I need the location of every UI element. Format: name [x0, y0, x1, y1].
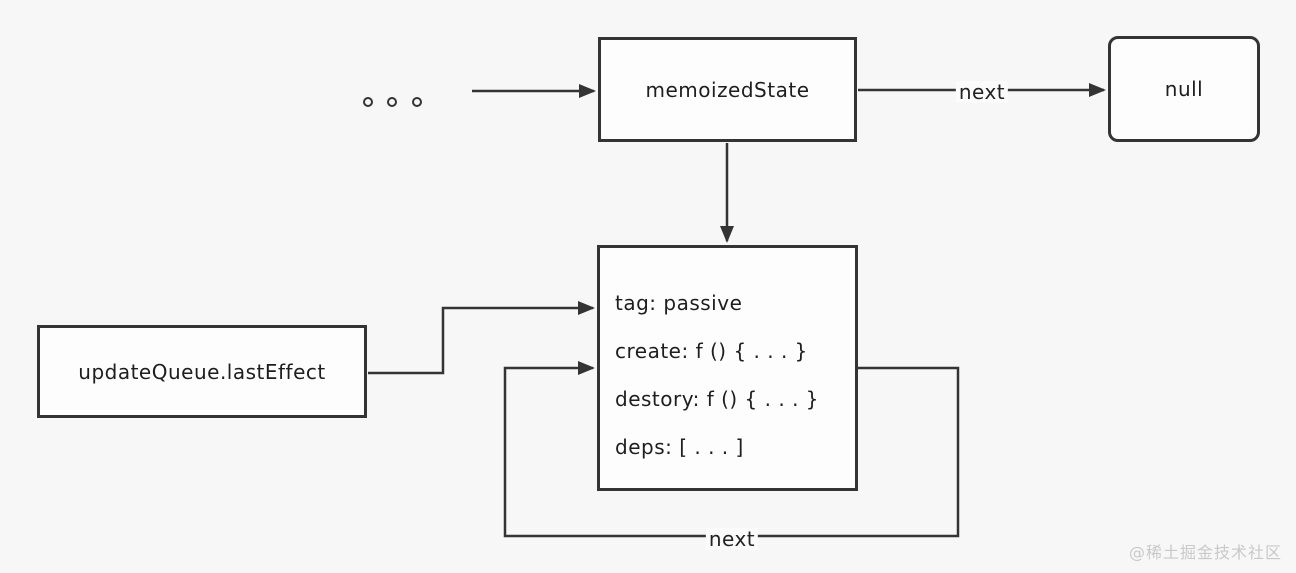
node-update-queue-label: updateQueue.lastEffect	[78, 359, 326, 384]
node-effect-object: tag: passive create: f () { . . . } dest…	[597, 245, 858, 491]
effect-field-create: create: f () { . . . }	[615, 339, 808, 363]
edge-label-next-loop: next	[705, 528, 759, 550]
effect-field-deps: deps: [ . . . ]	[615, 435, 744, 459]
arrow-updatequeue-to-effect	[368, 301, 595, 375]
node-null-label: null	[1164, 77, 1204, 101]
ellipsis-dots-icon	[363, 97, 422, 107]
effect-field-destory: destory: f () { . . . }	[615, 387, 820, 411]
node-memoized-state: memoizedState	[598, 37, 857, 142]
node-null: null	[1108, 36, 1260, 142]
node-update-queue-last-effect: updateQueue.lastEffect	[37, 325, 367, 418]
effect-field-tag: tag: passive	[615, 291, 743, 315]
watermark: @稀土掘金技术社区	[1128, 543, 1282, 562]
edge-label-next-top: next	[955, 81, 1009, 103]
node-memoized-state-label: memoizedState	[645, 77, 810, 102]
